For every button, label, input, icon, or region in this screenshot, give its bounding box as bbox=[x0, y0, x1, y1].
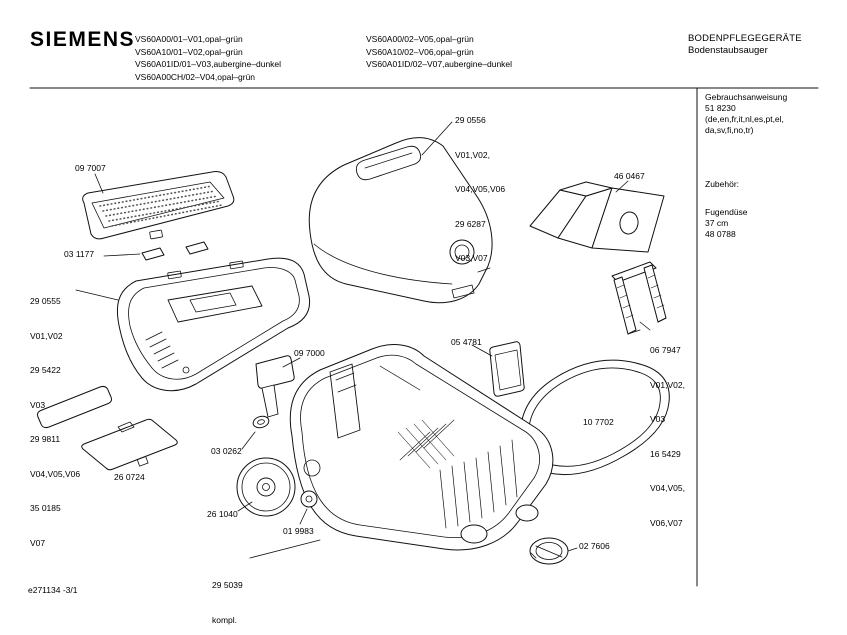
clips-drawing bbox=[141, 241, 209, 261]
model-variant: VS60A00/02–V05,opal–grün bbox=[366, 34, 474, 44]
part-label-clips: 03 1177 bbox=[64, 249, 95, 259]
top-cover-drawing bbox=[308, 137, 493, 304]
accessories-heading: Zubehör: bbox=[705, 179, 740, 189]
roller-drawing bbox=[252, 415, 270, 429]
part-label-cap: 02 7606 bbox=[579, 541, 610, 551]
bag-holder-drawing bbox=[611, 261, 667, 335]
part-label-wheel: 26 1040 bbox=[207, 509, 238, 519]
part-label-block-upper-housing: 29 0555 V01,V02 29 5422 V03 29 9811 V04,… bbox=[30, 273, 80, 572]
part-label-exhaust-filter: 05 4781 bbox=[451, 337, 482, 347]
part-label-block-bag-holder: 06 7947 V01,V02, V03 16 5429 V04,V05, V0… bbox=[650, 322, 685, 552]
part-label-line: V04,V05, bbox=[650, 483, 685, 493]
part-label-line: V03,V07 bbox=[455, 253, 488, 263]
part-label-filter-plate: 26 0724 bbox=[114, 472, 145, 482]
exhaust-filter-drawing bbox=[489, 341, 525, 397]
accessory-number: 48 0788 bbox=[705, 229, 736, 239]
upper-housing-drawing bbox=[116, 257, 311, 392]
part-label-line: 35 0185 bbox=[30, 503, 61, 513]
model-variant: VS60A10/01–V02,opal–grün bbox=[135, 46, 243, 57]
device-category: BODENPFLEGEGERÄTE Bodenstaubsauger bbox=[688, 33, 802, 57]
caster-bracket-drawing bbox=[252, 355, 295, 429]
model-variant: VS60A01ID/02–V07,aubergine–dunkel bbox=[366, 59, 513, 69]
part-label-line: V04,V05,V06 bbox=[455, 184, 506, 194]
part-label-line: V03 bbox=[30, 399, 46, 410]
cap-drawing bbox=[529, 537, 569, 565]
category-subtitle: Bodenstaubsauger bbox=[688, 45, 768, 56]
accessory-info: Fugendüse 37 cm 48 0788 bbox=[705, 207, 748, 240]
part-label-line: 29 9811 bbox=[30, 434, 61, 444]
manual-info: Gebrauchsanweisung 51 8230 (de,en,fr,it,… bbox=[705, 92, 787, 136]
part-label-line: kompl. bbox=[212, 614, 238, 625]
part-label-line: V01,V02, bbox=[455, 149, 490, 160]
part-label-seal: 10 7702 bbox=[583, 417, 614, 427]
filter-plate-drawing bbox=[81, 418, 178, 471]
part-label-line: 06 7947 bbox=[650, 345, 681, 355]
document-id: e271134 -3/1 bbox=[28, 585, 78, 595]
manual-languages: da,sv,fi,no,tr) bbox=[705, 125, 754, 135]
accessory-name: Fugendüse bbox=[705, 207, 748, 217]
dust-bag-drawing bbox=[529, 181, 665, 253]
part-label-line: V04,V05,V06 bbox=[30, 468, 81, 479]
part-label-dust-bag: 46 0467 bbox=[614, 171, 645, 181]
model-list-col2: VS60A00/02–V05,opal–grün VS60A10/02–V06,… bbox=[366, 33, 512, 71]
part-label-line: 16 5429 bbox=[650, 448, 681, 459]
model-variant: VS60A00CH/02–V04,opal–grün bbox=[135, 71, 256, 82]
manual-title: Gebrauchsanweisung bbox=[705, 92, 788, 102]
foam-strip-drawing bbox=[37, 385, 112, 429]
chassis-drawing bbox=[289, 344, 554, 551]
part-label-line: V06,V07 bbox=[650, 517, 683, 528]
part-label-line: V01,V02, bbox=[650, 379, 685, 390]
divider-lines bbox=[29, 87, 819, 587]
part-label-line: V01,V02 bbox=[30, 330, 63, 341]
part-label-line: V03 bbox=[650, 414, 666, 424]
small-wheel-drawing bbox=[300, 490, 318, 508]
manual-languages: (de,en,fr,it,nl,es,pt,el, bbox=[705, 114, 784, 124]
part-label-block-chassis: 29 5039 kompl. bbox=[212, 557, 243, 635]
part-label-block-top-cover: 29 0556 V01,V02, V04,V05,V06 29 6287 V03… bbox=[455, 92, 505, 288]
part-label-line: 29 5422 bbox=[30, 365, 61, 375]
model-variant: VS60A10/02–V06,opal–grün bbox=[366, 46, 474, 57]
leader-lines bbox=[75, 121, 651, 559]
manual-number: 51 8230 bbox=[705, 103, 736, 113]
siemens-logo: SIEMENS bbox=[30, 28, 136, 51]
part-label-caster: 09 7000 bbox=[294, 348, 325, 358]
category-title: BODENPFLEGEGERÄTE bbox=[688, 33, 802, 44]
part-label-line: 29 0556 bbox=[455, 115, 486, 125]
part-label-line: V07 bbox=[30, 537, 46, 548]
part-label-roller: 03 0262 bbox=[211, 446, 242, 456]
dial-drawing bbox=[449, 239, 475, 265]
part-label-line: 29 5039 bbox=[212, 580, 243, 590]
part-label-line: 29 0555 bbox=[30, 296, 61, 306]
model-variant: VS60A00/01–V01,opal–grün bbox=[135, 34, 243, 44]
part-label-grille: 09 7007 bbox=[75, 163, 106, 173]
part-label-line: 29 6287 bbox=[455, 218, 486, 229]
model-list-col1: VS60A00/01–V01,opal–grün VS60A10/01–V02,… bbox=[135, 33, 281, 83]
grille-drawing bbox=[82, 171, 235, 240]
accessory-size: 37 cm bbox=[705, 218, 729, 228]
model-variant: VS60A01ID/01–V03,aubergine–dunkel bbox=[135, 59, 282, 69]
part-label-small-wheel: 01 9983 bbox=[283, 526, 314, 536]
rear-wheel-drawing bbox=[236, 457, 296, 517]
